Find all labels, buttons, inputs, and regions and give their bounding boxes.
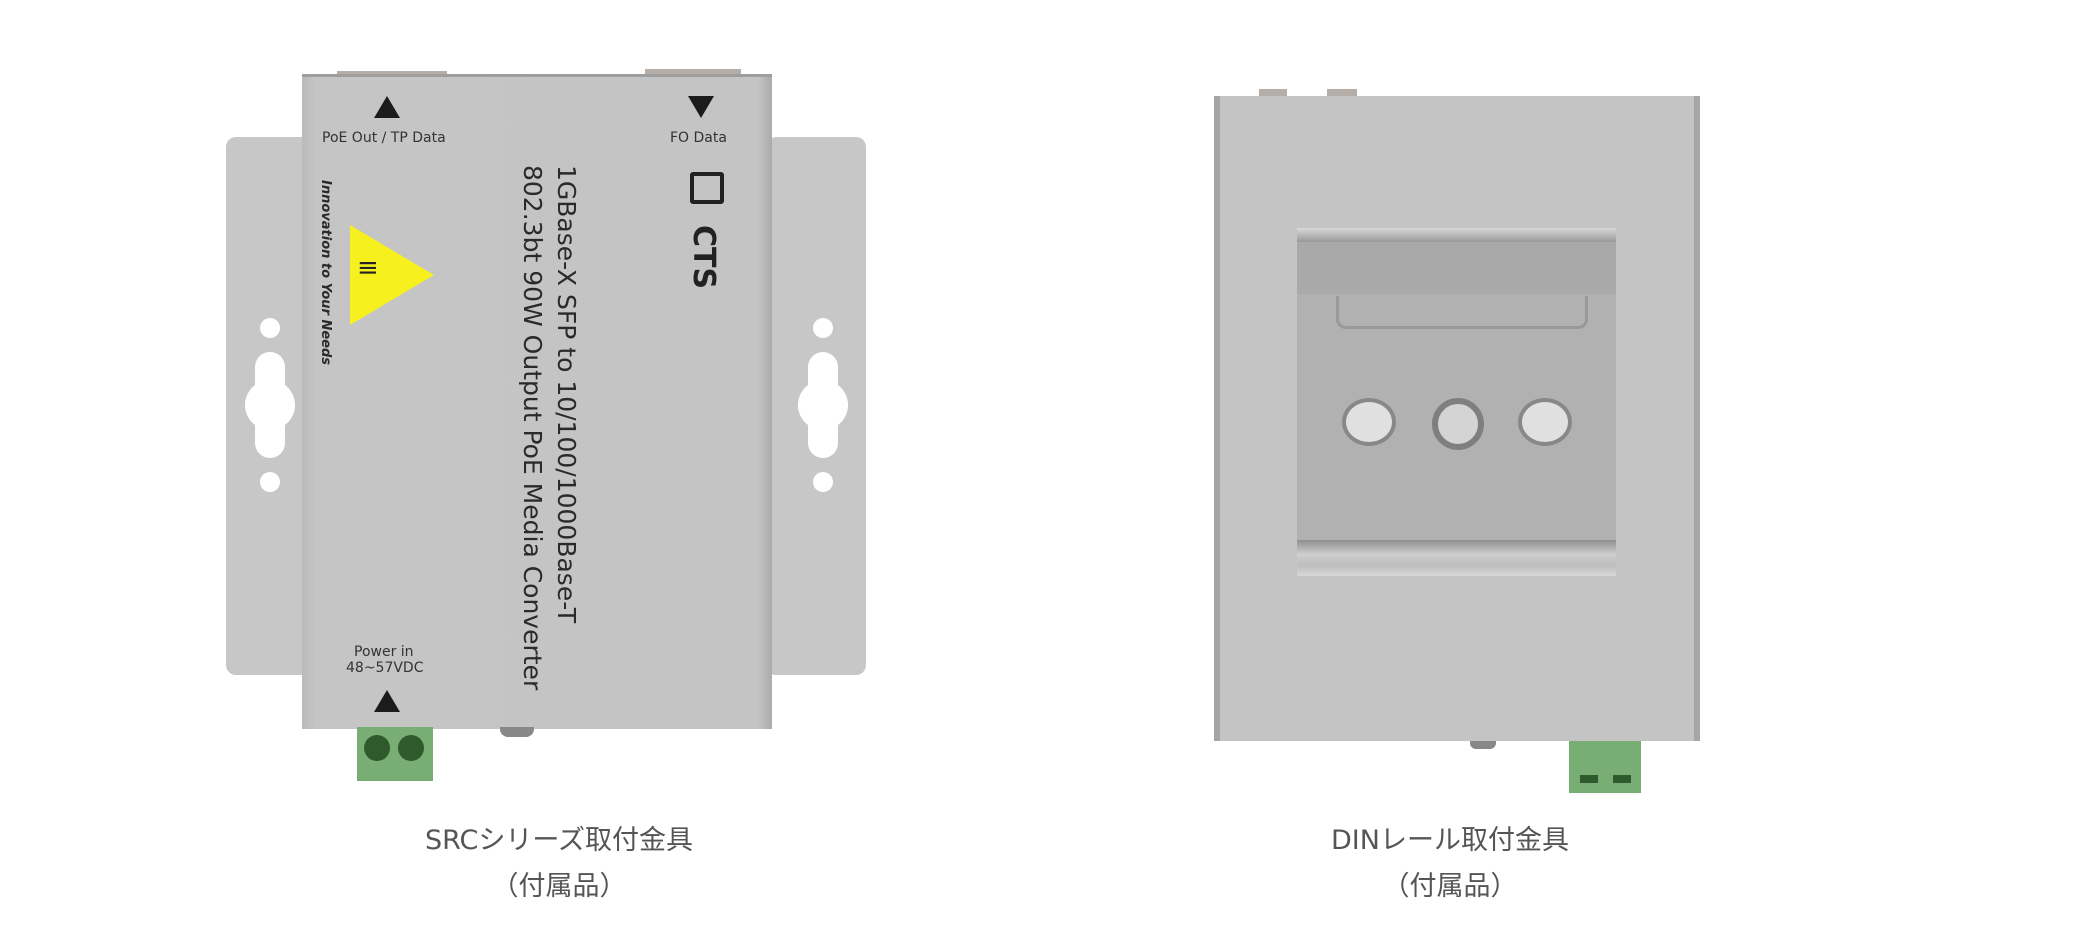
arrow-up-icon [374,690,400,712]
screw-left [1342,398,1396,446]
port-top-right [645,69,741,77]
clip-bottom-lip [1297,540,1616,576]
cts-logo-mark-icon [690,172,724,204]
terminal-screw [364,735,390,761]
slogan-text: Innovation to Your Needs [318,180,333,365]
product-title-line2: 802.3bt 90W Output PoE Media Converter [518,165,547,691]
voltage-label: 48~57VDC [346,660,424,676]
clip-top-lip [1297,228,1616,242]
power-terminal-block [1569,741,1641,793]
left-caption-line2: （付属品） [491,871,627,902]
flange-hole [260,318,280,338]
port-top-right [1327,89,1357,97]
hot-surface-warning-icon [350,225,434,325]
heat-waves-icon: ≡ [357,253,379,283]
flange-keyhole [245,380,295,430]
right-caption-line2: （付属品） [1382,871,1518,902]
terminal-slot [1580,775,1598,783]
port-top-left [1259,89,1287,97]
poe-out-label: PoE Out / TP Data [322,130,446,146]
left-caption-line1: SRCシリーズ取付金具 [424,825,694,856]
cts-logo: CTS [686,225,721,290]
center-hole [1432,398,1484,450]
right-caption-line1: DINレール取付金具 [1331,825,1569,856]
ground-screw [500,727,534,737]
arrow-down-icon [688,96,714,118]
power-in-label: Power in [354,644,414,660]
spring-wire [1336,296,1588,329]
terminal-slot [1613,775,1631,783]
flange-hole [260,472,280,492]
product-title-line1: 1GBase-X SFP to 10/100/1000Base-T [552,165,581,624]
flange-hole [813,318,833,338]
clip-top-band [1297,242,1616,294]
src-bracket-product-image: PoE Out / TP Data FO Data Innovation to … [0,0,1000,902]
ground-screw [1470,741,1496,749]
fo-data-label: FO Data [670,130,727,146]
flange-hole [813,472,833,492]
din-rail-bracket-product-image: DINレール取付金具 （付属品） [1000,0,2083,902]
flange-keyhole [798,380,848,430]
screw-right [1518,398,1572,446]
arrow-up-icon [374,96,400,118]
terminal-screw [398,735,424,761]
